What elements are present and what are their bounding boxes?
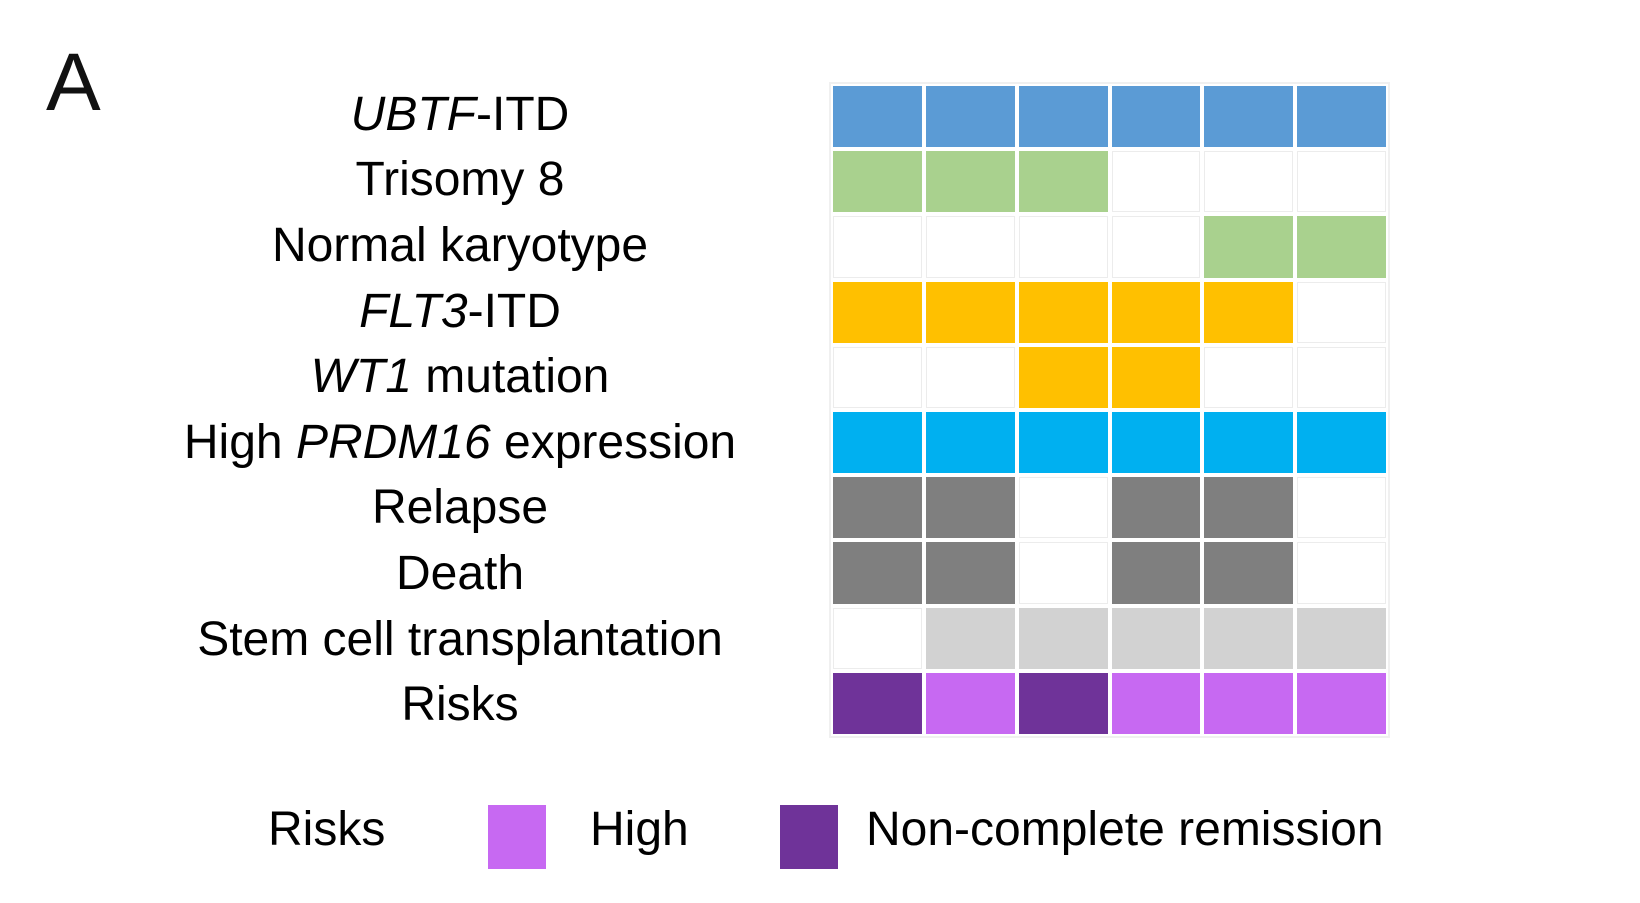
row-label-flt3-itd: FLT3-ITD bbox=[359, 284, 561, 338]
cell-normal-karyotype-col1 bbox=[833, 216, 922, 278]
cell-stem-cell-transplantation-col6 bbox=[1297, 607, 1386, 669]
cell-flt3-itd-col1 bbox=[833, 281, 922, 343]
cell-risks-col6 bbox=[1297, 672, 1386, 734]
cell-flt3-itd-col6 bbox=[1297, 281, 1386, 343]
cell-high-prdm16-expression-col6 bbox=[1297, 412, 1386, 474]
row-label-stem-cell-transplantation: Stem cell transplantation bbox=[197, 612, 723, 666]
legend-title: Risks bbox=[268, 803, 386, 856]
cell-wt1-mutation-col1 bbox=[833, 346, 922, 408]
cell-high-prdm16-expression-col4 bbox=[1111, 412, 1201, 474]
cell-stem-cell-transplantation-col4 bbox=[1111, 607, 1201, 669]
cell-wt1-mutation-col5 bbox=[1204, 346, 1294, 408]
cell-wt1-mutation-col4 bbox=[1111, 346, 1201, 408]
cell-relapse-col2 bbox=[925, 477, 1015, 539]
cell-stem-cell-transplantation-col3 bbox=[1018, 607, 1108, 669]
row-label-ubtf-itd: UBTF-ITD bbox=[350, 87, 570, 141]
cell-risks-col3 bbox=[1018, 672, 1108, 734]
cell-risks-col4 bbox=[1111, 672, 1201, 734]
cell-flt3-itd-col2 bbox=[925, 281, 1015, 343]
cell-ubtf-itd-col6 bbox=[1297, 86, 1386, 148]
cell-stem-cell-transplantation-col1 bbox=[833, 607, 922, 669]
cell-ubtf-itd-col4 bbox=[1111, 86, 1201, 148]
cell-high-prdm16-expression-col3 bbox=[1018, 412, 1108, 474]
cell-high-prdm16-expression-col1 bbox=[833, 412, 922, 474]
legend-label-high: High bbox=[590, 803, 689, 856]
cell-normal-karyotype-col3 bbox=[1018, 216, 1108, 278]
legend-swatch-non-complete-remission bbox=[780, 805, 838, 869]
cell-wt1-mutation-col2 bbox=[925, 346, 1015, 408]
row-label-risks: Risks bbox=[401, 678, 519, 732]
cell-death-col3 bbox=[1018, 542, 1108, 604]
cell-flt3-itd-col4 bbox=[1111, 281, 1201, 343]
cell-stem-cell-transplantation-col2 bbox=[925, 607, 1015, 669]
cell-flt3-itd-col5 bbox=[1204, 281, 1294, 343]
cell-death-col1 bbox=[833, 542, 922, 604]
cell-stem-cell-transplantation-col5 bbox=[1204, 607, 1294, 669]
row-label-relapse: Relapse bbox=[371, 481, 549, 535]
cell-relapse-col3 bbox=[1018, 477, 1108, 539]
cell-relapse-col6 bbox=[1297, 477, 1386, 539]
cell-normal-karyotype-col4 bbox=[1111, 216, 1201, 278]
cell-normal-karyotype-col5 bbox=[1204, 216, 1294, 278]
cell-trisomy-8-col3 bbox=[1018, 151, 1108, 213]
cell-high-prdm16-expression-col5 bbox=[1204, 412, 1294, 474]
cell-ubtf-itd-col5 bbox=[1204, 86, 1294, 148]
cell-risks-col2 bbox=[925, 672, 1015, 734]
cell-death-col5 bbox=[1204, 542, 1294, 604]
cell-ubtf-itd-col2 bbox=[925, 86, 1015, 148]
row-label-death: Death bbox=[395, 546, 525, 600]
panel-label: A bbox=[46, 37, 101, 128]
cell-flt3-itd-col3 bbox=[1018, 281, 1108, 343]
cell-ubtf-itd-col3 bbox=[1018, 86, 1108, 148]
cell-trisomy-8-col1 bbox=[833, 151, 922, 213]
cell-relapse-col1 bbox=[833, 477, 922, 539]
row-label-normal-karyotype: Normal karyotype bbox=[271, 218, 649, 272]
cell-trisomy-8-col5 bbox=[1204, 151, 1294, 213]
row-label-wt1-mutation: WT1 mutation bbox=[310, 350, 610, 404]
cell-trisomy-8-col2 bbox=[925, 151, 1015, 213]
cell-normal-karyotype-col2 bbox=[925, 216, 1015, 278]
cell-death-col2 bbox=[925, 542, 1015, 604]
cell-wt1-mutation-col3 bbox=[1018, 346, 1108, 408]
cell-death-col4 bbox=[1111, 542, 1201, 604]
cell-relapse-col5 bbox=[1204, 477, 1294, 539]
cell-ubtf-itd-col1 bbox=[833, 86, 922, 148]
cell-high-prdm16-expression-col2 bbox=[925, 412, 1015, 474]
cell-trisomy-8-col4 bbox=[1111, 151, 1201, 213]
legend-label-non-complete-remission: Non-complete remission bbox=[866, 803, 1384, 856]
cell-risks-col5 bbox=[1204, 672, 1294, 734]
cell-death-col6 bbox=[1297, 542, 1386, 604]
cell-relapse-col4 bbox=[1111, 477, 1201, 539]
cell-trisomy-8-col6 bbox=[1297, 151, 1386, 213]
oncoprint-grid bbox=[829, 82, 1390, 738]
cell-wt1-mutation-col6 bbox=[1297, 346, 1386, 408]
cell-risks-col1 bbox=[833, 672, 922, 734]
legend-swatch-high bbox=[488, 805, 546, 869]
cell-normal-karyotype-col6 bbox=[1297, 216, 1386, 278]
row-label-high-prdm16-expression: High PRDM16 expression bbox=[183, 415, 737, 469]
row-label-trisomy-8: Trisomy 8 bbox=[355, 153, 565, 207]
